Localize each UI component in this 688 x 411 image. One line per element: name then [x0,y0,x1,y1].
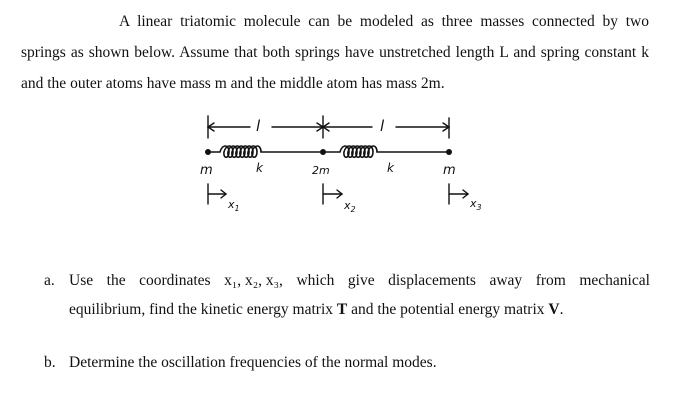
question-b-marker: b. [44,354,56,371]
triatomic-molecule-diagram: l l m k 2m k m x1 x2 x3 [190,108,482,223]
question-a-period: . [559,301,564,318]
question-a-text: and the potential energy matrix [347,301,549,318]
question-a-word: mechanical [579,272,650,289]
question-a-text: equilibrium, find the kinetic energy mat… [69,301,337,318]
mass-label-right: m [443,163,456,178]
question-a-word: the [106,272,126,289]
question-a-word: coordinates [139,272,211,289]
coord-2-arrowhead [336,189,344,199]
question-b: b. Determine the oscillation frequencies… [44,348,650,377]
coord-label-2: x2 [343,199,356,214]
question-a-line-2: equilibrium, find the kinetic energy mat… [69,301,563,318]
question-a: a. Use the coordinates x₁, x₂, x₃, which… [44,266,650,324]
spring-left-coil [207,145,324,159]
question-a-body: Use the coordinates x₁, x₂, x₃, which gi… [69,266,650,324]
question-a-word: from [535,272,566,289]
question-a-word: give [347,272,375,289]
intro-paragraph: A linear triatomic molecule can be model… [21,13,649,92]
coord-label-3: x3 [469,197,482,212]
coord-1-arrowhead [220,189,228,199]
length-label-left: l [256,117,261,135]
mass-right-dot [446,149,452,155]
mass-label-left: m [200,163,213,178]
question-a-marker: a. [44,272,55,289]
coord-3-arrowhead [462,189,470,199]
kinetic-matrix-symbol: T [336,301,348,318]
diagram-svg: l l m k 2m k m x1 x2 x3 [200,115,482,214]
arrowhead-right [442,122,451,132]
question-a-word: Use [69,272,94,289]
question-a-word: which [296,272,335,289]
question-a-word: displacements [388,272,476,289]
length-label-right: l [380,117,385,135]
question-a-word: away [489,272,523,289]
potential-matrix-symbol: V [548,301,560,318]
arrowhead-left [206,122,215,132]
spring-right-coil [322,145,450,159]
question-b-text: Determine the oscillation frequencies of… [69,354,437,371]
coord-label-1: x1 [227,198,240,213]
mass-middle-dot [320,149,326,155]
spring-label-left: k [256,161,264,175]
spring-label-right: k [387,161,395,175]
mass-left-dot [205,149,211,155]
mass-label-middle: 2m [312,164,330,177]
question-a-line-1: Use the coordinates x₁, x₂, x₃, which gi… [69,266,650,295]
question-a-coordinates: x₁, x₂, x₃, [224,272,283,289]
arrowhead-mid-right [321,122,330,132]
